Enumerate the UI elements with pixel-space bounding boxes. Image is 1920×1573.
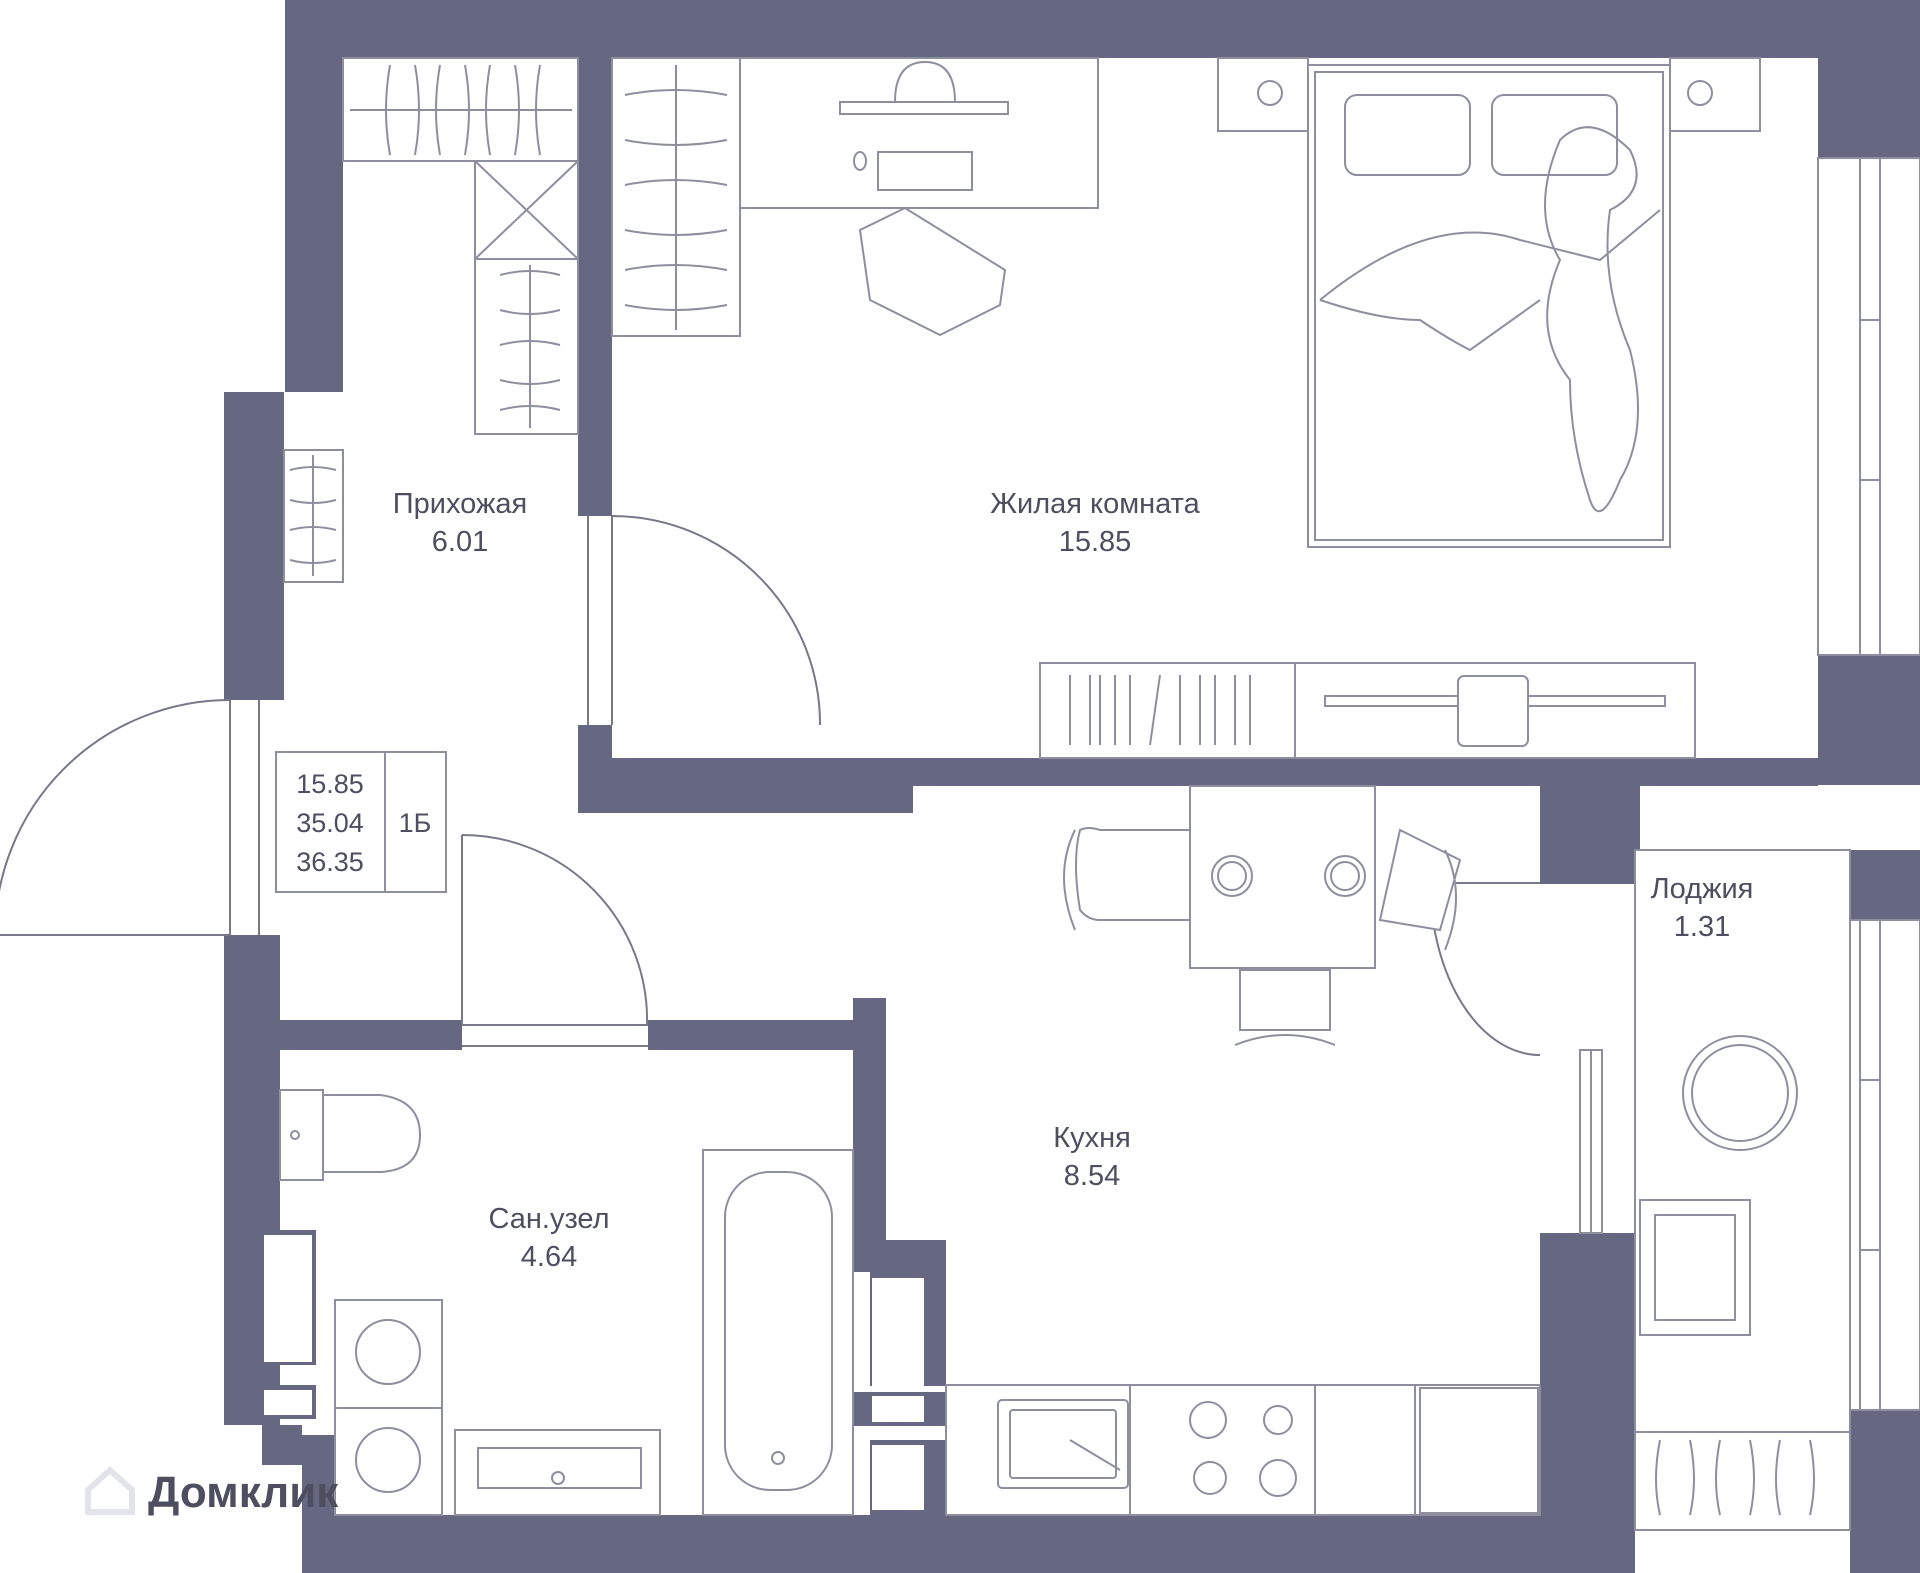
room-area-loggia: 1.31 <box>1674 911 1730 943</box>
living-room-wardrobe <box>611 57 741 337</box>
doors <box>0 515 1541 1056</box>
windows <box>1579 157 1920 1411</box>
desk <box>739 57 1099 337</box>
room-name-loggia: Лоджия <box>1651 873 1754 905</box>
living-area-value: 15.85 <box>296 769 364 799</box>
total-with-loggia-value: 36.35 <box>296 847 364 877</box>
room-area-hallway: 6.01 <box>432 526 488 558</box>
room-name-kitchen: Кухня <box>1053 1122 1131 1154</box>
unit-type-value: 1Б <box>399 808 432 838</box>
room-area-kitchen: 8.54 <box>1064 1160 1120 1192</box>
room-name-living: Жилая комната <box>990 488 1200 520</box>
openings <box>264 1235 924 1510</box>
bed <box>1217 57 1761 548</box>
loggia <box>1634 849 1851 1531</box>
watermark: Домклик <box>85 1465 339 1517</box>
house-logo-icon <box>85 1465 135 1515</box>
summary-table: 15.85 35.04 36.35 1Б <box>275 751 447 893</box>
hanger-marks <box>289 64 561 564</box>
bathroom-fixtures <box>279 1089 854 1516</box>
dining-table <box>1063 785 1462 1046</box>
room-area-bathroom: 4.64 <box>521 1241 577 1273</box>
total-area-value: 35.04 <box>296 808 364 838</box>
room-labels: Прихожая 6.01 Жилая комната 15.85 Кухня … <box>393 488 1754 1273</box>
tv-stand <box>1039 662 1696 759</box>
room-area-living: 15.85 <box>1059 526 1132 558</box>
room-name-bathroom: Сан.узел <box>488 1203 609 1235</box>
watermark-text: Домклик <box>148 1468 339 1517</box>
kitchen-counter <box>945 1384 1541 1516</box>
room-name-hallway: Прихожая <box>393 488 527 520</box>
